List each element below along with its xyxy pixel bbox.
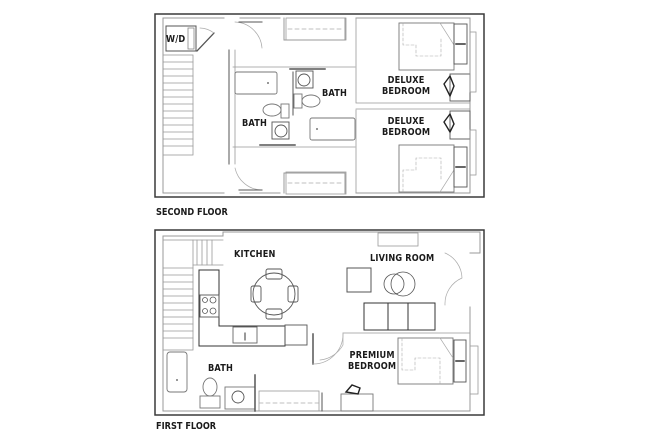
premium-bedroom-line2: BEDROOM	[348, 361, 397, 372]
living-room-label: LIVING ROOM	[370, 253, 435, 264]
first-floor-plan	[154, 229, 485, 416]
deluxe-bedroom-bottom-line1: DELUXE	[387, 116, 425, 127]
premium-bedroom-label: PREMIUM BEDROOM	[348, 350, 396, 372]
wd-label: W/D	[166, 34, 186, 45]
first-floor-label: FIRST FLOOR	[156, 421, 217, 432]
deluxe-bedroom-top-label: DELUXE BEDROOM	[382, 75, 430, 97]
kitchen-label: KITCHEN	[234, 249, 276, 260]
deluxe-bedroom-bottom-label: DELUXE BEDROOM	[382, 116, 430, 138]
deluxe-bedroom-top-line2: BEDROOM	[382, 86, 431, 97]
second-floor-label: SECOND FLOOR	[156, 207, 228, 218]
deluxe-bedroom-top-line1: DELUXE	[387, 75, 425, 86]
second-floor-plan	[154, 13, 485, 198]
premium-bedroom-line1: PREMIUM	[349, 350, 395, 361]
first-bath-label: BATH	[208, 363, 234, 374]
deluxe-bedroom-bottom-line2: BEDROOM	[382, 127, 431, 138]
bath-right-label: BATH	[322, 88, 348, 99]
bath-left-label: BATH	[242, 118, 268, 129]
